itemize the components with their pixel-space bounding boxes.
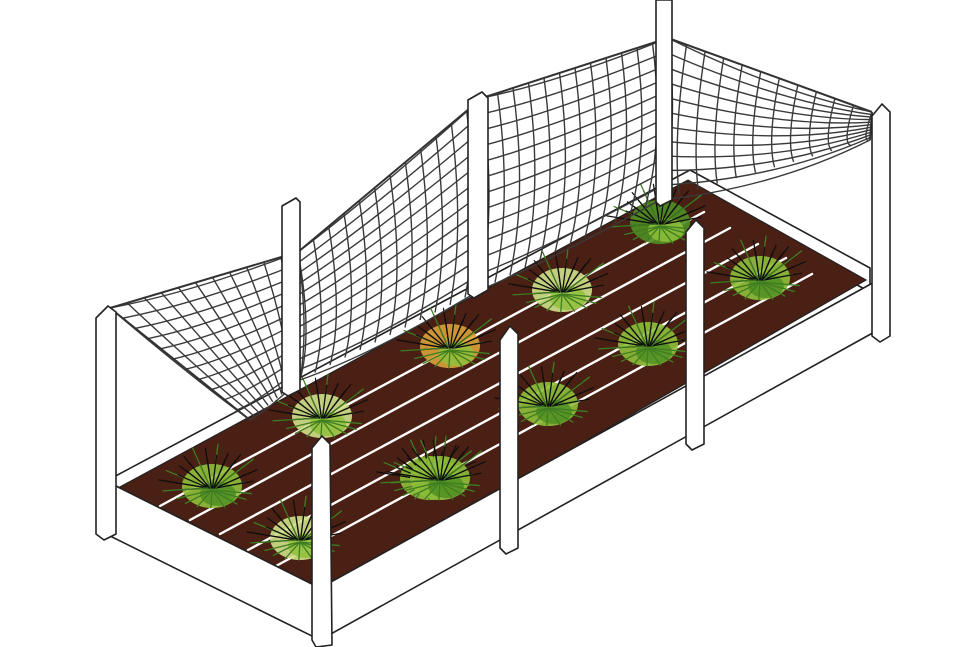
plant <box>494 361 594 427</box>
plant <box>396 303 496 369</box>
plant <box>386 435 486 501</box>
plant <box>268 373 368 439</box>
post-front-1 <box>311 435 333 647</box>
post-front-2 <box>499 325 519 555</box>
plant <box>606 179 706 245</box>
posts <box>95 0 891 647</box>
post-far-right <box>871 103 891 343</box>
post-back-center <box>467 91 489 299</box>
plant <box>158 443 258 509</box>
post-front-left <box>95 305 117 541</box>
post-front-3 <box>685 219 705 451</box>
post-back-mid <box>281 197 301 397</box>
plant <box>594 301 694 367</box>
plant <box>508 247 608 313</box>
plant <box>706 235 806 301</box>
post-back-right-top <box>655 0 673 207</box>
